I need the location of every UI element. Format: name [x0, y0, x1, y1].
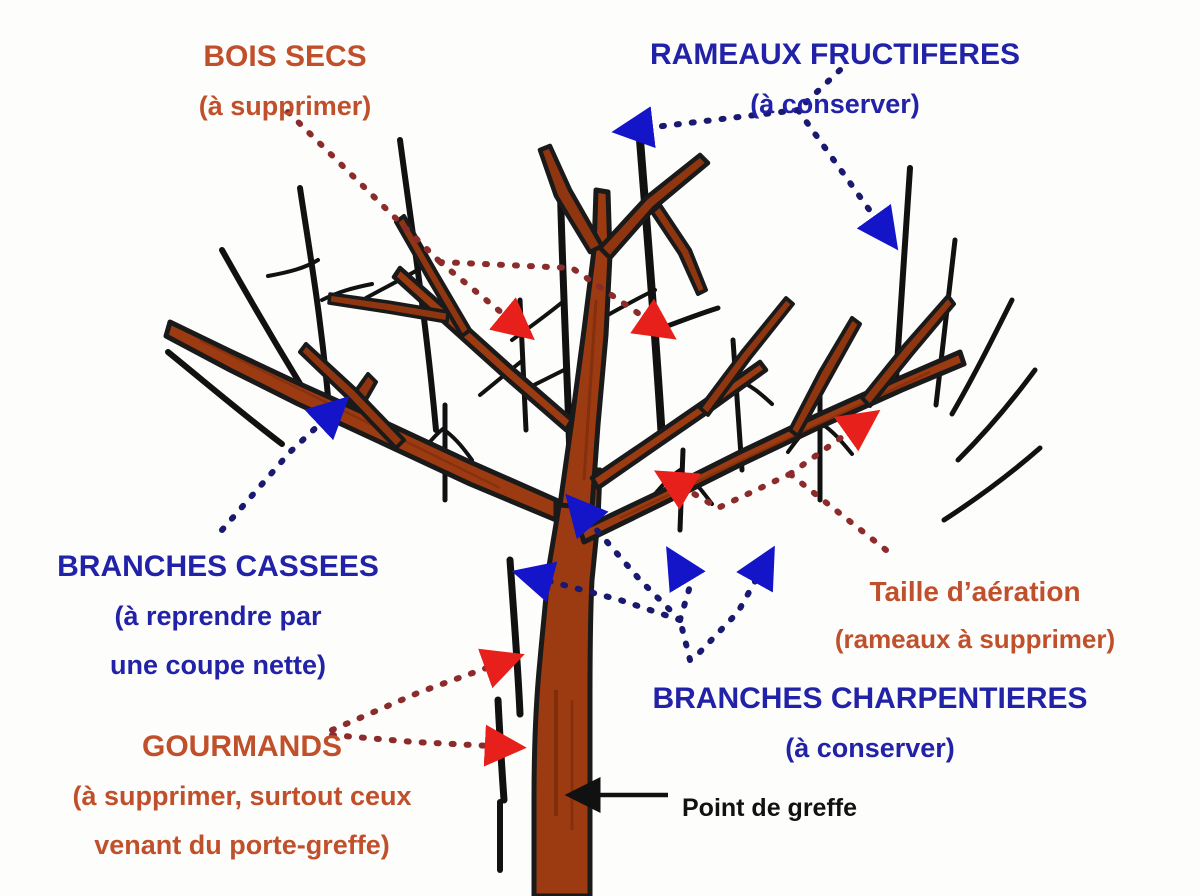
- arrow-charpentieres-b: [511, 561, 683, 623]
- arrow-gourmands-b: [329, 724, 527, 767]
- label-charpentieres-line1: BRANCHES CHARPENTIERES: [652, 681, 1088, 715]
- arrow-branches-cassees: [219, 396, 350, 533]
- arrow-bois-secs-stem: [285, 109, 443, 265]
- label-bois-secs-line2: (à supprimer): [198, 91, 372, 122]
- blue-annotation-arrows: [219, 67, 899, 663]
- label-bois-secs: BOIS SECS (à supprimer): [160, 22, 410, 140]
- arrow-bois-secs-branch-b: [437, 259, 677, 340]
- label-taille-aeration-line2: (rameaux à supprimer): [834, 624, 1116, 655]
- arrow-aeration-stem: [787, 471, 889, 553]
- arrow-rameaux-stem: [795, 67, 843, 113]
- scaffold-left-upper: [391, 265, 575, 433]
- label-gourmands: GOURMANDS (à supprimer, surtout ceux ven…: [12, 712, 472, 878]
- arrow-aeration-branch-a: [654, 470, 793, 512]
- arrow-rameaux-branch-a: [611, 106, 801, 149]
- arrow-gourmands-a: [329, 648, 525, 733]
- leader-fork-right: [597, 152, 711, 261]
- arrow-charpentieres-stem: [677, 617, 693, 663]
- label-point-de-greffe-line1: Point de greffe: [682, 793, 858, 822]
- arrow-charpentieres-a: [666, 546, 706, 623]
- label-gourmands-line2: (à supprimer, surtout ceux: [72, 781, 412, 812]
- central-leader: [557, 187, 613, 511]
- label-gourmands-line3: venant du porte-greffe): [94, 829, 390, 860]
- arrow-charpentieres-c: [565, 493, 683, 623]
- label-gourmands-line1: GOURMANDS: [142, 729, 342, 763]
- label-point-de-greffe: Point de greffe: [682, 776, 982, 840]
- label-taille-aeration-line1: Taille d’aération: [869, 575, 1081, 607]
- leader-fork-left: [537, 143, 605, 255]
- label-branches-cassees-line3: une coupe nette): [109, 649, 326, 680]
- label-rameaux-line2: (à conserver): [750, 89, 920, 120]
- label-charpentieres-line2: (à conserver): [785, 733, 955, 764]
- label-branches-cassees-line1: BRANCHES CASSEES: [57, 549, 379, 583]
- arrow-aeration-branch-b: [787, 409, 881, 477]
- label-rameaux-fructiferes: RAMEAUX FRUCTIFERES (à conserver): [620, 20, 1050, 138]
- label-branches-cassees-line2: (à reprendre par: [114, 601, 322, 632]
- label-rameaux-line1: RAMEAUX FRUCTIFERES: [649, 37, 1020, 71]
- label-taille-aeration: Taille d’aération (rameaux à supprimer): [760, 558, 1190, 672]
- arrow-bois-secs-branch-a: [437, 259, 535, 341]
- label-branches-cassees: BRANCHES CASSEES (à reprendre par une co…: [18, 532, 418, 698]
- red-annotation-arrows: [285, 109, 889, 767]
- label-branches-charpentieres: BRANCHES CHARPENTIERES (à conserver): [600, 664, 1140, 782]
- label-bois-secs-line1: BOIS SECS: [203, 39, 367, 73]
- arrow-charpentieres-d: [697, 545, 775, 655]
